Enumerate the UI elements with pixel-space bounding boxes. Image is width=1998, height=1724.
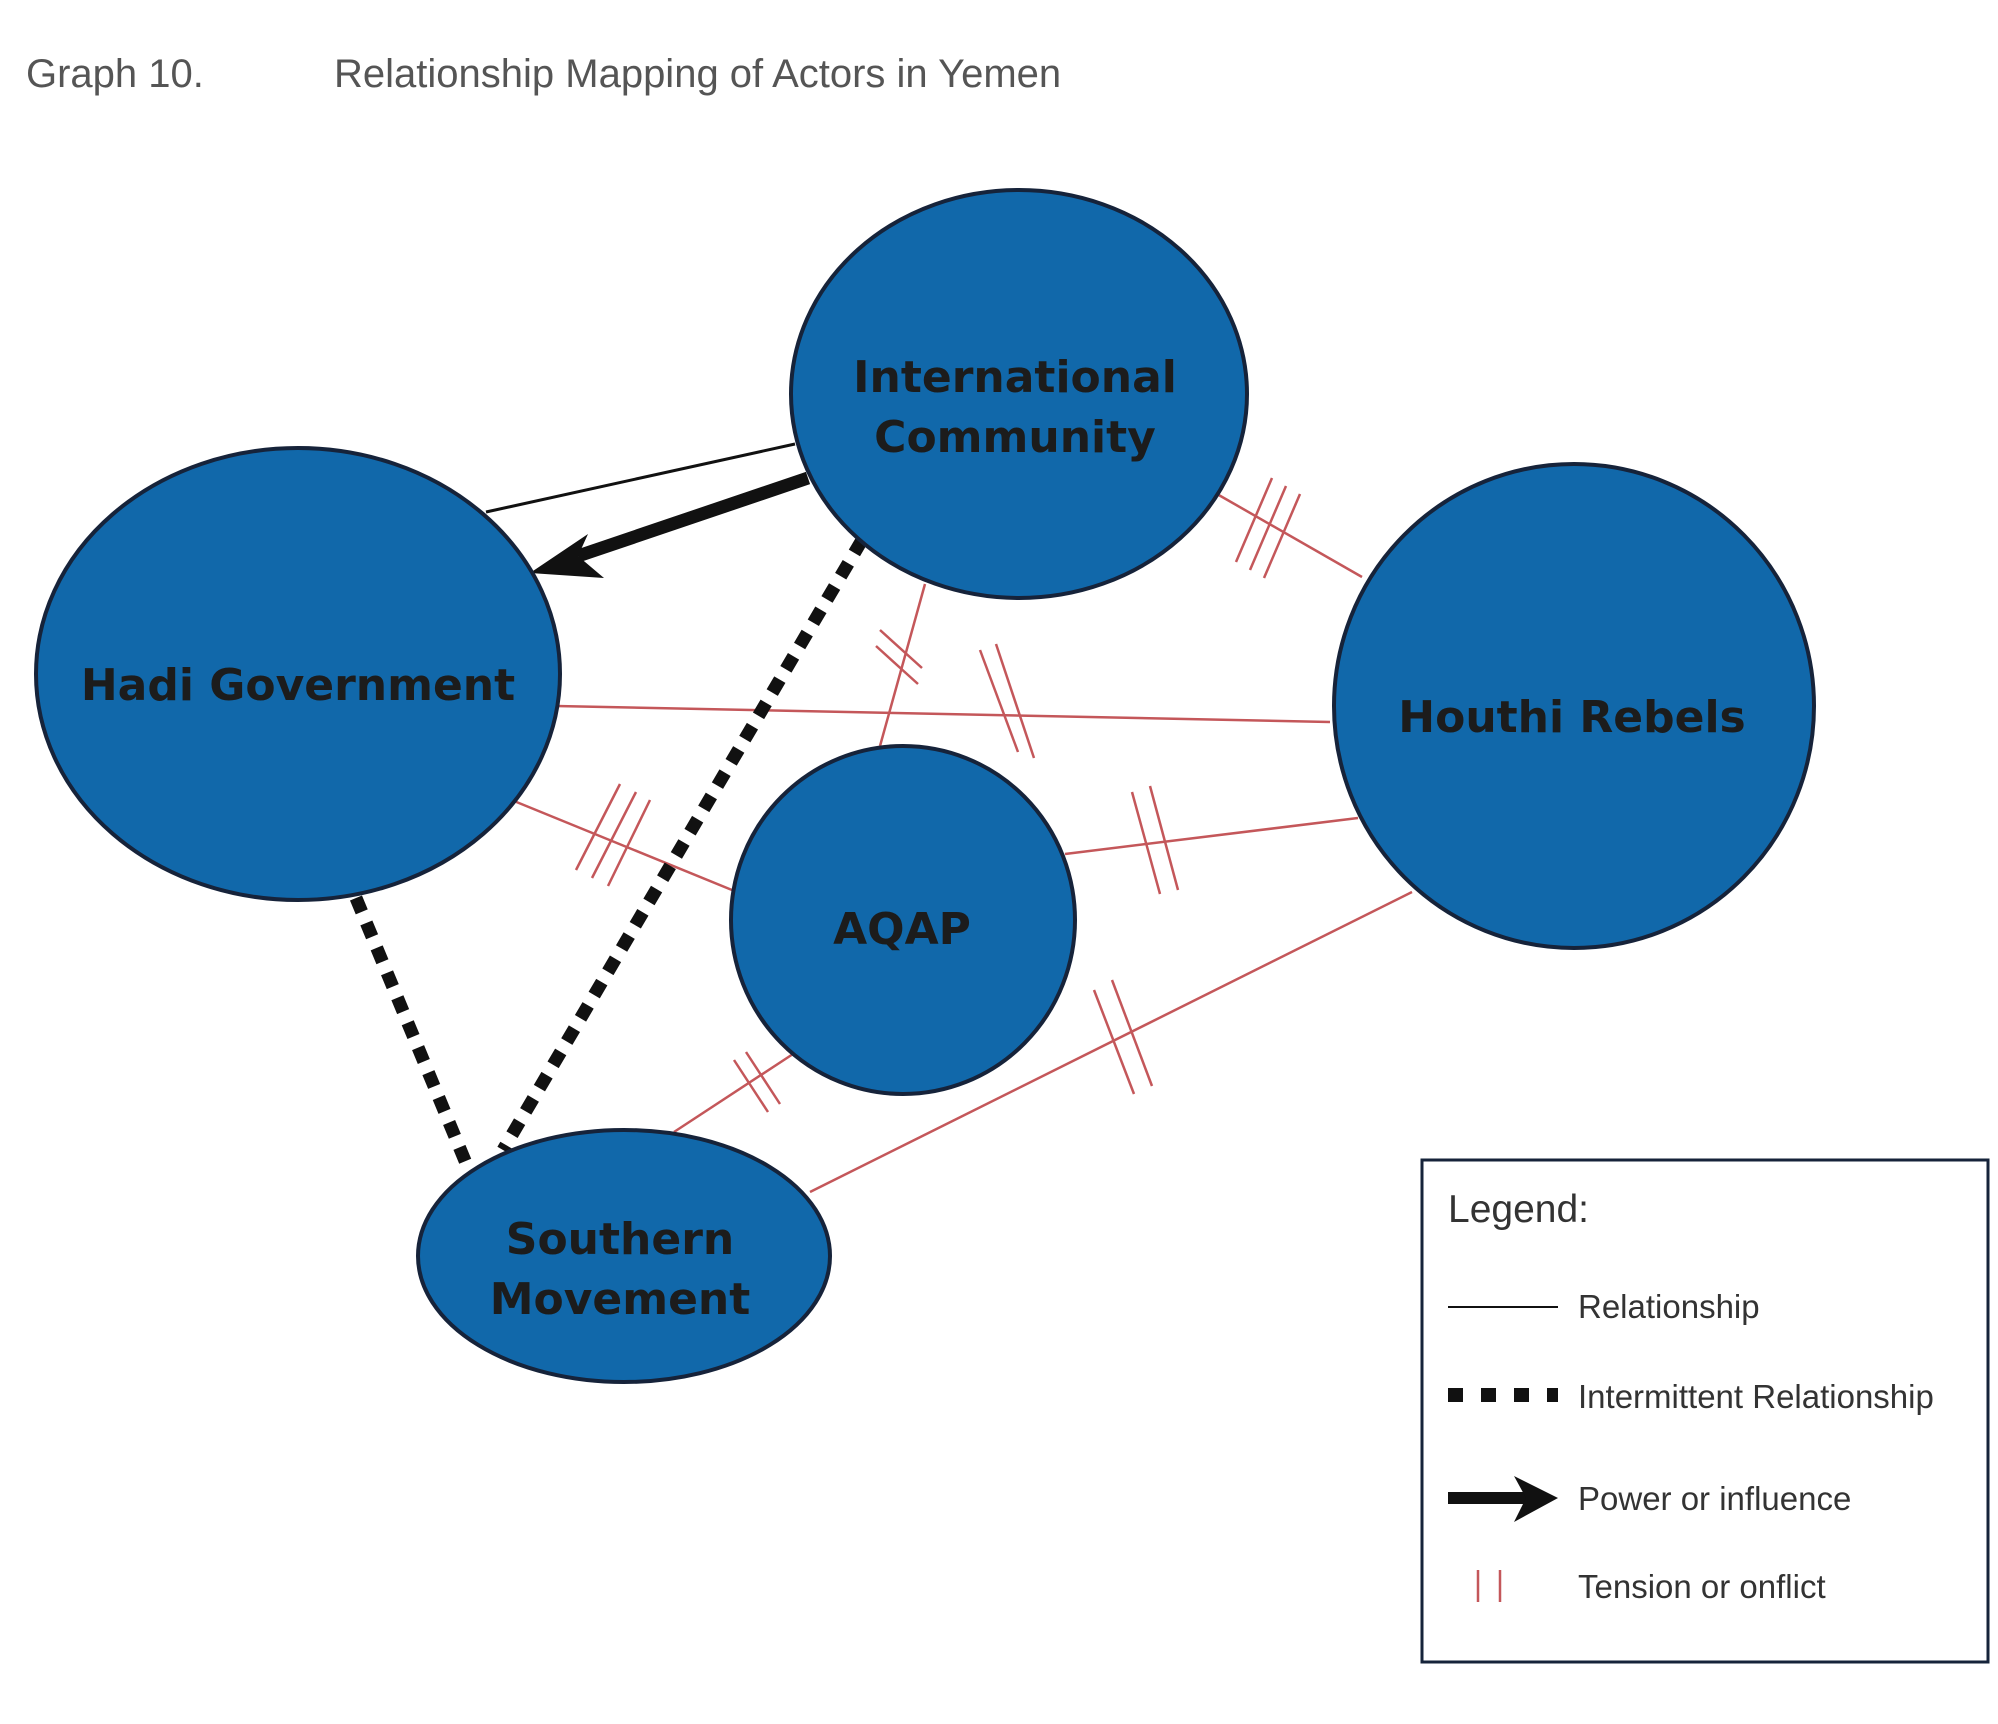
tension-tick xyxy=(1262,493,1302,579)
legend-power-label: Power or influence xyxy=(1578,1480,1851,1517)
tension-tick xyxy=(994,643,1036,759)
node-circle xyxy=(729,744,1077,1096)
edge-aqap-houthi-tension xyxy=(1064,785,1359,895)
node-circle xyxy=(416,1128,832,1384)
edge-aqap-southern-tension xyxy=(673,1051,794,1134)
node-label: Houthi Rebels xyxy=(1398,692,1745,743)
tension-tick xyxy=(590,791,638,879)
tension-line xyxy=(673,1052,794,1134)
edge-hadi-southern-intermittent xyxy=(349,895,475,1171)
edge-international-hadi-power xyxy=(530,471,811,578)
tension-tick xyxy=(606,799,652,887)
edge-hadi-houthi-tension xyxy=(555,643,1331,759)
edge-international-houthi-tension xyxy=(1209,477,1363,579)
legend-relationship-label: Relationship xyxy=(1578,1288,1760,1325)
node-label-line1: Southern xyxy=(506,1214,734,1265)
tension-tick xyxy=(1148,785,1180,891)
node-label-line2: Movement xyxy=(490,1274,751,1325)
power-arrow-shaft xyxy=(575,471,811,563)
legend-item-relationship: Relationship xyxy=(1448,1288,1760,1325)
tension-tick xyxy=(732,1059,770,1113)
tension-tick xyxy=(879,629,923,669)
caption-title: Relationship Mapping of Actors in Yemen xyxy=(334,52,1062,96)
tension-line xyxy=(1064,816,1359,856)
node-label: AQAP xyxy=(833,904,971,955)
tension-line xyxy=(1209,488,1363,579)
node-label-line1: International xyxy=(853,352,1177,403)
node-houthi-rebels[interactable]: Houthi Rebels xyxy=(1332,462,1816,950)
node-southern-movement[interactable]: Southern Movement xyxy=(416,1128,832,1384)
tension-tick xyxy=(1248,485,1288,571)
node-label-line2: Community xyxy=(874,412,1156,463)
tension-line xyxy=(513,799,733,892)
legend-power-swatch-head xyxy=(1514,1476,1558,1522)
node-circle xyxy=(789,188,1249,600)
node-hadi-government[interactable]: Hadi Government xyxy=(34,446,562,902)
legend-item-tension: Tension or onflict xyxy=(1476,1568,1826,1605)
tension-tick xyxy=(978,649,1020,753)
node-aqap[interactable]: AQAP xyxy=(729,744,1077,1096)
edge-southern-houthi-tension xyxy=(809,890,1413,1194)
tension-tick xyxy=(1234,477,1274,563)
tension-line xyxy=(555,704,1331,724)
tension-line xyxy=(878,583,927,747)
legend-title: Legend: xyxy=(1448,1188,1589,1231)
edge-international-aqap-tension xyxy=(875,583,927,747)
legend: Legend: Relationship Intermittent Relati… xyxy=(1420,1158,1990,1664)
legend-item-power: Power or influence xyxy=(1448,1476,1851,1522)
tension-line xyxy=(809,890,1413,1194)
node-circle xyxy=(34,446,562,902)
tension-tick xyxy=(1110,979,1154,1087)
node-label: Hadi Government xyxy=(81,660,515,711)
edges-layer xyxy=(349,442,1413,1194)
legend-box xyxy=(1420,1158,1990,1664)
caption-number: Graph 10. xyxy=(26,52,204,96)
tension-tick xyxy=(875,645,919,685)
edge-international-hadi-relationship xyxy=(485,442,796,514)
node-international-community[interactable]: International Community xyxy=(789,188,1249,600)
legend-tension-label: Tension or onflict xyxy=(1578,1568,1826,1605)
tension-tick xyxy=(1092,989,1136,1095)
edge-international-southern-intermittent xyxy=(497,536,868,1154)
tension-tick xyxy=(744,1051,782,1105)
legend-item-intermittent: Intermittent Relationship xyxy=(1448,1378,1934,1415)
node-circle xyxy=(1332,462,1816,950)
legend-intermittent-label: Intermittent Relationship xyxy=(1578,1378,1934,1415)
power-arrowhead xyxy=(530,534,604,578)
edge-hadi-aqap-tension xyxy=(513,783,733,892)
tension-tick xyxy=(1130,791,1162,895)
tension-tick xyxy=(574,783,622,871)
